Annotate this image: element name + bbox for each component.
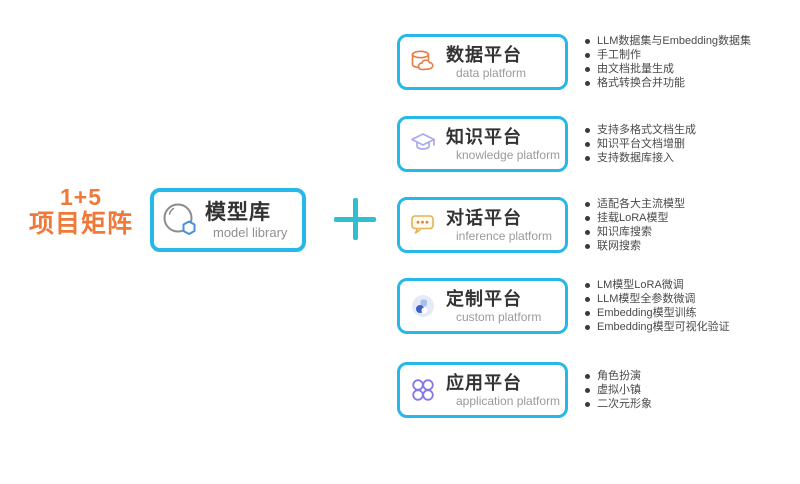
data-platform-text: 数据平台 data platform bbox=[446, 45, 526, 80]
bullet-item: 格式转换合并功能 bbox=[585, 76, 751, 90]
bullet-item: LM模型LoRA微调 bbox=[585, 278, 730, 292]
bullet-item: 知识平台文档增删 bbox=[585, 137, 696, 151]
data-platform-subtitle: data platform bbox=[456, 65, 527, 80]
custom-platform-text: 定制平台 custom platform bbox=[446, 289, 541, 324]
bullet-text: 二次元形象 bbox=[597, 398, 652, 410]
bullet-dot bbox=[585, 80, 590, 86]
model-library-box: 模型库 model library bbox=[150, 188, 306, 252]
custom-tool-icon bbox=[412, 295, 434, 317]
bullet-item: 联网搜索 bbox=[585, 239, 685, 253]
custom-platform-subtitle: custom platform bbox=[456, 309, 542, 324]
bullet-dot bbox=[585, 52, 590, 58]
application-platform-bullets: 角色扮演虚拟小镇二次元形象 bbox=[585, 369, 652, 411]
bullet-text: 支持多格式文档生成 bbox=[597, 124, 696, 136]
bullet-dot bbox=[585, 373, 590, 379]
bullet-text: 格式转换合并功能 bbox=[597, 77, 685, 89]
bullet-item: Embedding模型训练 bbox=[585, 306, 730, 320]
inference-platform-bullets: 适配各大主流模型挂载LoRA模型知识库搜索联网搜索 bbox=[585, 197, 685, 253]
platform-row-data: 数据平台 data platform LLM数据集与Embedding数据集手工… bbox=[397, 34, 751, 90]
custom-platform-bullets: LM模型LoRA微调 LLM模型全参数微调 Embedding模型训练 Embeddi… bbox=[585, 278, 730, 334]
bullet-item: 角色扮演 bbox=[585, 369, 652, 383]
bullet-dot bbox=[585, 201, 590, 207]
inference-platform-text: 对话平台 inference platform bbox=[446, 208, 552, 243]
bullet-text: 挂载LoRA模型 bbox=[597, 212, 669, 224]
bullet-text: 手工制作 bbox=[597, 49, 641, 61]
bullet-text: 角色扮演 bbox=[597, 370, 641, 382]
inference-platform-title: 对话平台 bbox=[446, 207, 522, 228]
custom-platform-title: 定制平台 bbox=[446, 288, 522, 309]
knowledge-platform-subtitle: knowledge platform bbox=[456, 147, 561, 162]
inference-platform-subtitle: inference platform bbox=[456, 228, 553, 243]
application-platform-subtitle: application platform bbox=[456, 393, 561, 408]
clover-apps-icon bbox=[412, 379, 434, 401]
bullet-item: 知识库搜索 bbox=[585, 225, 685, 239]
bullet-item: 挂载LoRA模型 bbox=[585, 211, 685, 225]
bullet-text: 知识平台文档增删 bbox=[597, 138, 685, 150]
knowledge-platform-bullets: 支持多格式文档生成知识平台文档增删支持数据库接入 bbox=[585, 123, 696, 165]
bullet-text: 支持数据库接入 bbox=[597, 152, 674, 164]
bullet-item: 手工制作 bbox=[585, 48, 751, 62]
data-platform-box: 数据平台 data platform bbox=[397, 34, 568, 90]
data-platform-title: 数据平台 bbox=[446, 44, 522, 65]
inference-platform-box: 对话平台 inference platform bbox=[397, 197, 568, 253]
bullet-text: LM模型LoRA微调 bbox=[597, 279, 684, 291]
bullet-dot bbox=[585, 66, 590, 72]
bullet-dot bbox=[585, 243, 590, 249]
bullet-text: 虚拟小镇 bbox=[597, 384, 641, 396]
matrix-title-line2: 项目矩阵 bbox=[28, 210, 133, 238]
bullet-dot bbox=[585, 229, 590, 235]
model-library-text: 模型库 model library bbox=[205, 201, 287, 240]
application-platform-box: 应用平台 application platform bbox=[397, 362, 568, 418]
bullet-item: 支持数据库接入 bbox=[585, 151, 696, 165]
bullet-dot bbox=[585, 38, 590, 44]
matrix-title: 1+5 项目矩阵 bbox=[20, 184, 142, 238]
plus-icon bbox=[334, 198, 376, 240]
database-cloud-icon bbox=[411, 50, 434, 71]
knowledge-platform-title: 知识平台 bbox=[446, 126, 522, 147]
platform-row-application: 应用平台 application platform 角色扮演虚拟小镇二次元形象 bbox=[397, 362, 652, 418]
model-library-title: 模型库 bbox=[205, 200, 271, 224]
plus-vertical-bar bbox=[353, 198, 358, 240]
bullet-text: Embedding模型可视化验证 bbox=[597, 321, 730, 333]
bullet-dot bbox=[585, 324, 590, 330]
matrix-title-line1: 1+5 bbox=[59, 184, 102, 210]
bullet-text: 适配各大主流模型 bbox=[597, 198, 685, 210]
bullet-item: 虚拟小镇 bbox=[585, 383, 652, 397]
bullet-dot bbox=[585, 401, 590, 407]
bullet-text: 联网搜索 bbox=[597, 240, 641, 252]
bullet-item: 支持多格式文档生成 bbox=[585, 123, 696, 137]
bullet-item: LLM数据集与Embedding数据集 bbox=[585, 34, 751, 48]
bullet-item: LLM模型全参数微调 bbox=[585, 292, 730, 306]
bullet-item: 由文档批量生成 bbox=[585, 62, 751, 76]
bullet-text: 由文档批量生成 bbox=[597, 63, 674, 75]
bullet-dot bbox=[585, 127, 590, 133]
chat-bubble-icon bbox=[411, 215, 434, 234]
data-platform-bullets: LLM数据集与Embedding数据集手工制作由文档批量生成格式转换合并功能 bbox=[585, 34, 751, 90]
bullet-dot bbox=[585, 296, 590, 302]
bullet-dot bbox=[585, 310, 590, 316]
custom-platform-box: 定制平台 custom platform bbox=[397, 278, 568, 334]
platform-row-custom: 定制平台 custom platform LM模型LoRA微调 LLM模型全参数微… bbox=[397, 278, 730, 334]
bullet-dot bbox=[585, 215, 590, 221]
bullet-item: Embedding模型可视化验证 bbox=[585, 320, 730, 334]
bullet-item: 适配各大主流模型 bbox=[585, 197, 685, 211]
bullet-text: 知识库搜索 bbox=[597, 226, 652, 238]
sphere-hexagon-icon bbox=[163, 203, 196, 235]
application-platform-title: 应用平台 bbox=[446, 372, 522, 393]
bullet-text: LLM模型全参数微调 bbox=[597, 293, 696, 305]
platform-row-inference: 对话平台 inference platform 适配各大主流模型挂载LoRA模型… bbox=[397, 197, 685, 253]
bullet-item: 二次元形象 bbox=[585, 397, 652, 411]
bullet-dot bbox=[585, 282, 590, 288]
bullet-dot bbox=[585, 141, 590, 147]
knowledge-platform-box: 知识平台 knowledge platform bbox=[397, 116, 568, 172]
model-library-subtitle: model library bbox=[213, 224, 288, 240]
bullet-text: Embedding模型训练 bbox=[597, 307, 697, 319]
knowledge-platform-text: 知识平台 knowledge platform bbox=[446, 127, 560, 162]
application-platform-text: 应用平台 application platform bbox=[446, 373, 560, 408]
bullet-text: LLM数据集与Embedding数据集 bbox=[597, 35, 752, 47]
platform-row-knowledge: 知识平台 knowledge platform 支持多格式文档生成知识平台文档增… bbox=[397, 116, 696, 172]
bullet-dot bbox=[585, 387, 590, 393]
bullet-dot bbox=[585, 155, 590, 161]
graduation-cap-icon bbox=[411, 133, 435, 150]
